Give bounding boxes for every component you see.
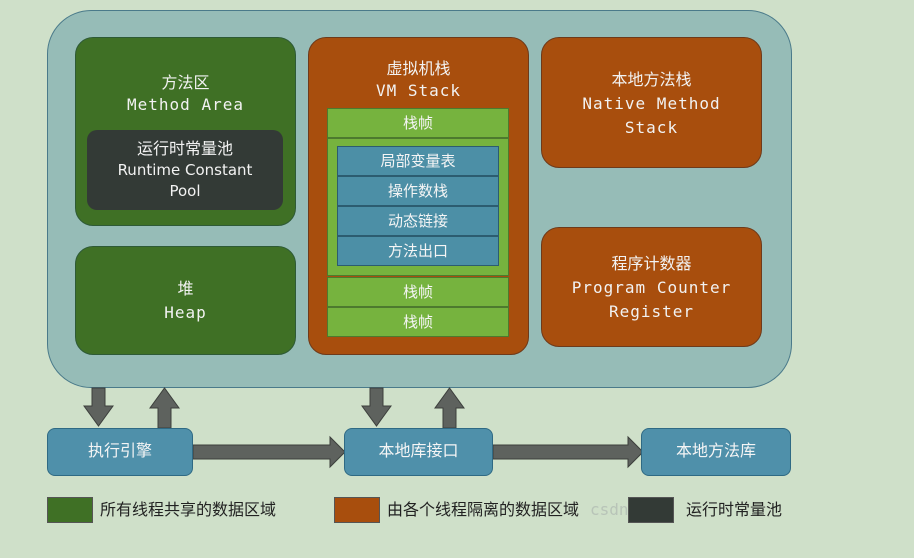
- vm-stack-title-en: VM Stack: [375, 81, 462, 100]
- legend-swatch-pool: [628, 497, 674, 523]
- native-interface: 本地库接口: [344, 428, 493, 476]
- method-area-title-en: Method Area: [127, 95, 244, 114]
- dynamic-linking: 动态链接: [337, 206, 499, 236]
- stack-frame-top: 栈帧: [327, 108, 509, 138]
- native-stack-title-en-line1: Native Method: [582, 94, 721, 113]
- legend-label-isolated: 由各个线程隔离的数据区域: [387, 500, 580, 519]
- legend-swatch-isolated: [334, 497, 380, 523]
- program-counter-register: 程序计数器 Program Counter Register: [541, 227, 762, 347]
- arrow-up-interface: [434, 387, 465, 429]
- heap: 堆 Heap: [75, 246, 296, 355]
- native-method-stack: 本地方法栈 Native Method Stack: [541, 37, 762, 168]
- native-stack-title-en-line2: Stack: [624, 118, 679, 137]
- arrow-engine-to-interface: [192, 435, 346, 469]
- operand-stack: 操作数栈: [337, 176, 499, 206]
- pc-register-title-en-line1: Program Counter: [571, 278, 732, 297]
- arrow-down-engine: [83, 387, 114, 427]
- constant-pool-title-en-line1: Runtime Constant: [117, 161, 253, 179]
- pc-register-title-zh: 程序计数器: [611, 254, 692, 273]
- method-return-address: 方法出口: [337, 236, 499, 266]
- native-method-library: 本地方法库: [641, 428, 791, 476]
- local-variable-table: 局部变量表: [337, 146, 499, 176]
- arrow-up-engine: [149, 387, 180, 429]
- legend-label-pool: 运行时常量池: [686, 500, 783, 519]
- pc-register-title-en-line2: Register: [608, 302, 695, 321]
- vm-stack-title-zh: 虚拟机栈: [386, 59, 451, 78]
- execution-engine: 执行引擎: [47, 428, 193, 476]
- legend-swatch-shared: [47, 497, 93, 523]
- constant-pool-title-en-line2: Pool: [169, 182, 201, 200]
- legend-label-shared: 所有线程共享的数据区域: [100, 500, 277, 519]
- heap-title-en: Heap: [164, 303, 207, 322]
- constant-pool-title-zh: 运行时常量池: [136, 139, 233, 158]
- stack-frame-3: 栈帧: [327, 307, 509, 337]
- runtime-constant-pool: 运行时常量池 Runtime Constant Pool: [87, 130, 283, 210]
- arrow-interface-to-library: [492, 435, 644, 469]
- heap-title-zh: 堆: [177, 279, 194, 298]
- stack-frame-2: 栈帧: [327, 277, 509, 307]
- method-area-title-zh: 方法区: [161, 73, 210, 92]
- native-stack-title-zh: 本地方法栈: [611, 70, 692, 89]
- arrow-down-interface: [361, 387, 392, 427]
